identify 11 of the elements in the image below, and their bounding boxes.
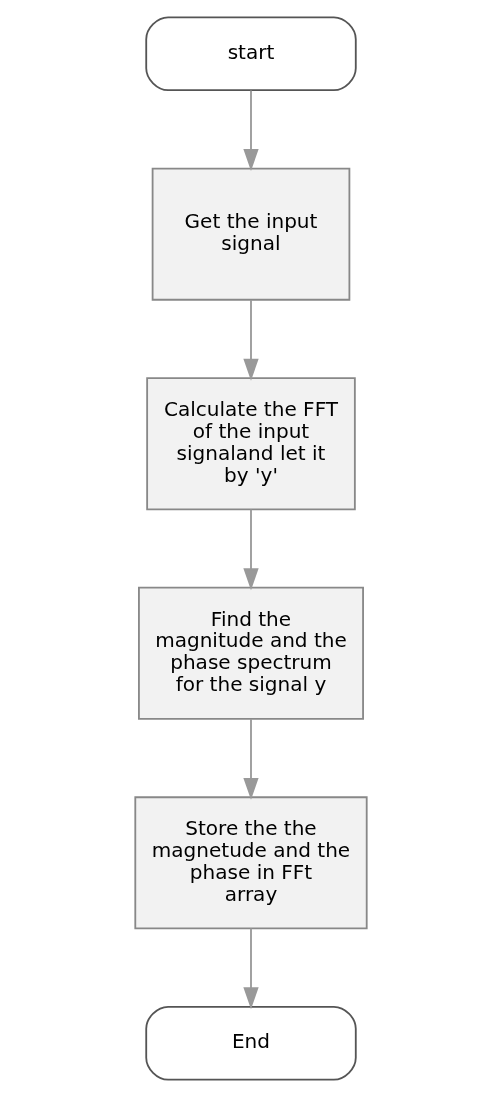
arrow bbox=[242, 927, 259, 1010]
node-box: start bbox=[144, 16, 357, 92]
arrow bbox=[242, 89, 259, 171]
node-box: Find the magnitude and the phase spectrum for the signal y bbox=[137, 586, 364, 720]
arrow bbox=[242, 299, 259, 381]
arrow bbox=[242, 508, 259, 591]
arrow bbox=[242, 718, 259, 800]
node-box: Store the the magnetude and the phase in FFt array bbox=[133, 796, 368, 930]
node-box: Calculate the FFT of the input signaland let it by 'y' bbox=[145, 377, 356, 511]
node-box: Get the input signal bbox=[151, 167, 350, 301]
node-box: End bbox=[144, 1005, 357, 1081]
